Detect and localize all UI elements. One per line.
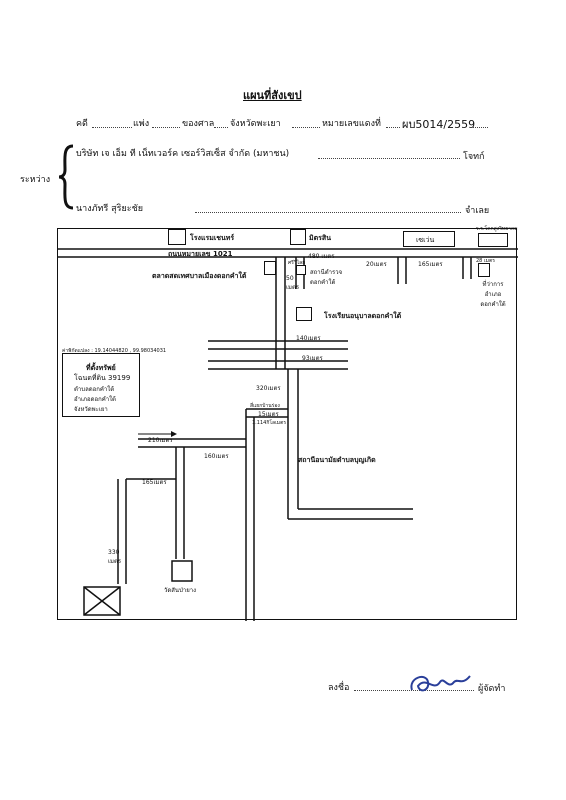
plaintiff-name: บริษัท เจ เอ็ม ที เน็ทเวอร์ค เซอร์วิสเซ็… [76,149,290,159]
hotel-label: โรงแรมเชนทร์ [190,234,235,242]
temple-label: วัดสันป่ายาง [164,587,197,594]
hotel-box [168,229,186,245]
road-label: ถนนหมายเลข 1021 [168,250,233,258]
school-top-right-box [478,233,508,247]
distance-50: 50 เมตร [286,275,300,291]
distance-15: 15เมตร [258,411,279,418]
distance-93: 93เมตร [302,355,323,362]
distance-165b: 165เมตร [142,479,167,486]
market-box [264,261,276,275]
market-label: ตลาดสดเทศบาลเมืองดอกคำใต้ [152,272,247,280]
distance-165a: 165เมตร [418,261,443,268]
school-top-right-label: ร.ร.โคกสูงวิทยาคม [476,226,518,232]
mitrasin-box [290,229,306,245]
mitrasin-label: มิตรสิน [309,234,331,242]
court-label: ของศาล [182,119,215,129]
seven-eleven-label: เซเว่น [416,236,435,244]
case-label: คดี [76,119,88,129]
distance-28: 28 เมตร [476,258,495,264]
document-title: แผนที่สังเขป [243,89,302,102]
land-district: อำเภอดอกคำใต้ [74,396,116,403]
district-office-label: ที่ว่าการ อำเภอ ดอกคำใต้ [480,281,506,308]
distance-140: 140เมตร [296,335,321,342]
district-office-box [478,263,490,277]
coordinates-label: ค่าพิกัดแปลง : 19.14044820 , 99.98034031 [62,348,167,354]
case-type: แพ่ง [133,119,150,129]
distance-1114: 1.114กิโลเมตร [252,420,287,426]
distance-320: 320เมตร [256,385,281,392]
plaintiff-role: โจทก์ [463,152,485,162]
distance-160: 160เมตร [204,453,229,460]
sketch-map: โรงแรมเชนทร์ มิตรสิน เซเว่น ร.ร.โคกสูงวิ… [57,226,518,621]
between-label: ระหว่าง [20,175,51,185]
signature-mark [410,675,471,692]
court-name: จังหวัดพะเยา [230,119,281,129]
case-number: ผบ5014/2559 [402,118,476,131]
distance-330: 330 เมตร [108,549,122,565]
distance-480: 480 เมตร [308,253,335,260]
distance-20: 20เมตร [366,261,387,268]
police-box [296,265,306,275]
police-label: สถานีตำรวจ ดอกคำใต้ [310,269,343,286]
seven-eleven-box [403,231,455,247]
small-road-label: สี่แยกบ้านร่อง [250,403,280,409]
defendant-role: จำเลย [465,206,490,216]
land-info-box [62,353,140,417]
health-station-label: สถานีอนามัยตำบลบุญเกิด [298,456,376,464]
brace-icon [58,144,74,210]
distance-210: 210เมตร [148,437,173,444]
land-deed: โฉนดที่ดิน 39199 [74,374,131,382]
kindergarten-label: โรงเรียนอนุบาลดอกคำใต้ [324,312,402,320]
signature-label: ลงชื่อ [328,683,350,693]
number-label: หมายเลขแดงที่ [322,119,381,129]
kindergarten-box [296,307,312,321]
land-subdistrict: ตำบลดอกคำใต้ [74,386,115,393]
defendant-name: นางภัทรี สุริยะชัย [76,204,143,214]
sriwilai-label: ศรีวิไลย์ [288,260,306,266]
signature-role: ผู้จัดทำ [478,684,506,694]
land-title: ที่ตั้งทรัพย์ [86,364,116,372]
land-province: จังหวัดพะเยา [74,406,108,413]
